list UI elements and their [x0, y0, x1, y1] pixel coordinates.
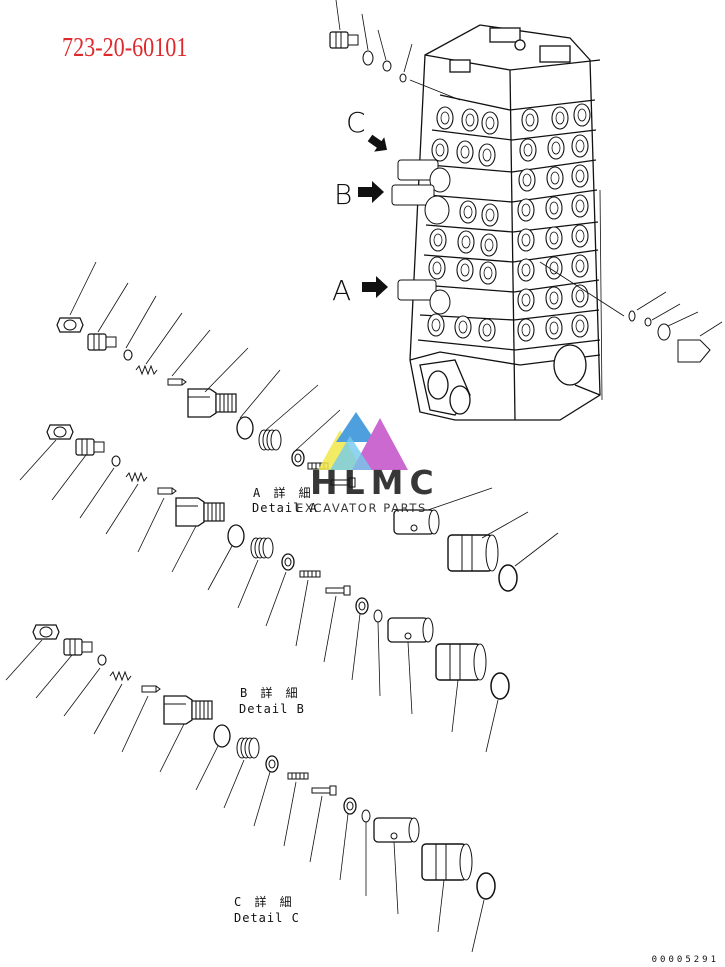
- top-plug-assembly: [329, 0, 461, 101]
- view-arrow-a-icon: [362, 276, 388, 298]
- detail-b-jp-label: B 詳 細: [240, 686, 301, 700]
- right-plug-assembly: [539, 189, 723, 401]
- view-label-b: B: [334, 178, 353, 211]
- watermark-subtitle: EXCAVATOR PARTS: [296, 501, 427, 515]
- detail-a-jp-label: A 詳 細: [253, 486, 314, 500]
- watermark-brand: HLMC: [310, 463, 440, 502]
- view-label-a: A: [332, 274, 352, 307]
- detail-a-en-label: Detail A: [252, 501, 318, 515]
- drawing-number: 00005291: [651, 955, 719, 965]
- detail-a-lower-parts: [19, 424, 510, 753]
- valve-spool-ends: [391, 159, 451, 315]
- detail-c-en-label: Detail C: [234, 911, 300, 925]
- part-number: 723-20-60101: [62, 32, 188, 62]
- view-arrow-c-icon: [364, 130, 393, 158]
- detail-b-parts: [5, 624, 496, 953]
- detail-c-jp-label: C 詳 細: [234, 895, 295, 909]
- detail-a-parts: [56, 261, 559, 592]
- detail-b-en-label: Detail B: [239, 702, 305, 716]
- view-arrow-b-icon: [358, 181, 384, 203]
- view-label-c: C: [346, 106, 366, 139]
- hlmc-logo-icon: [318, 412, 408, 470]
